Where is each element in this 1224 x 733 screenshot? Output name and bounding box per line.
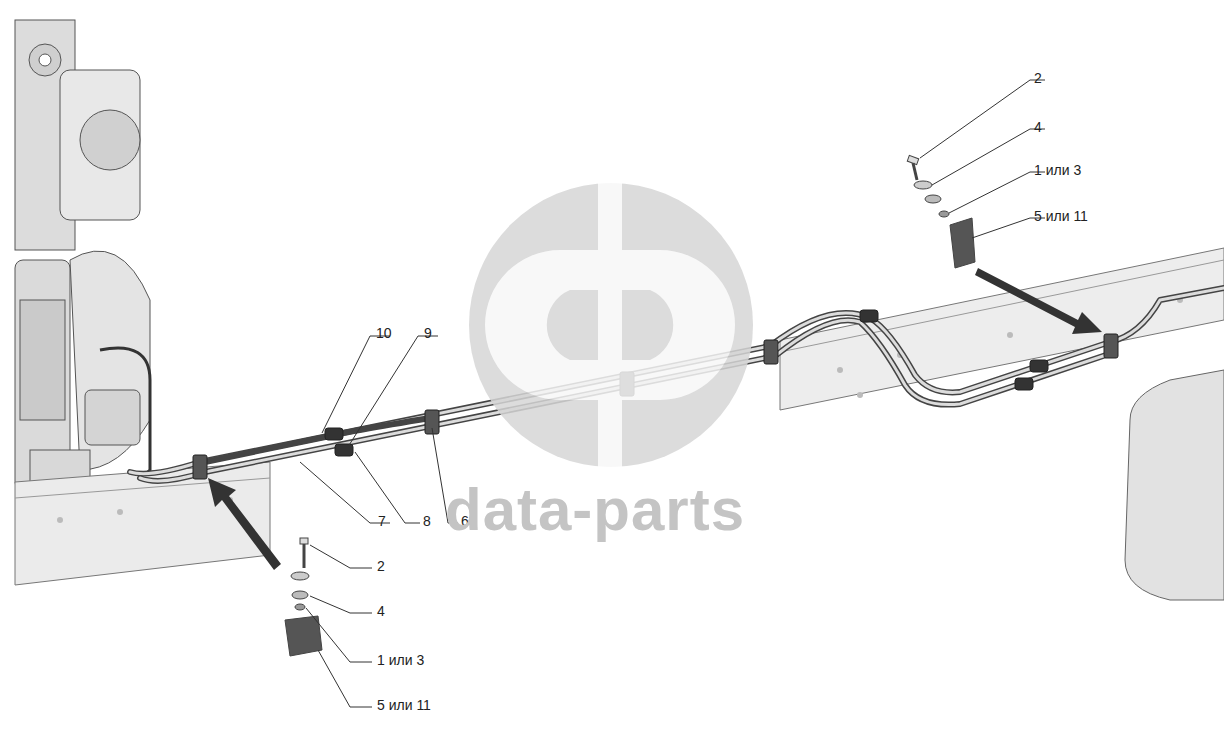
callout-number: 7 [378,513,386,529]
callout-number: 10 [376,325,392,341]
callout-number: 1 или 3 [1034,162,1081,178]
leader-lines [300,80,1045,707]
callout-number: 9 [424,325,432,341]
callout-number: 4 [377,603,385,619]
watermark-logo [469,183,753,467]
callout-number: 8 [423,513,431,529]
engine [15,20,150,490]
callout-number: 4 [1034,119,1042,135]
callout-number: 2 [1034,70,1042,86]
callout-number: 2 [377,558,385,574]
exploded-parts [285,155,975,656]
callout-number: 5 или 11 [1034,208,1088,224]
fuel-tank [1125,370,1224,600]
callout-number: 1 или 3 [377,652,424,668]
watermark-text: data-parts [445,478,745,542]
callout-number: 5 или 11 [377,697,431,713]
